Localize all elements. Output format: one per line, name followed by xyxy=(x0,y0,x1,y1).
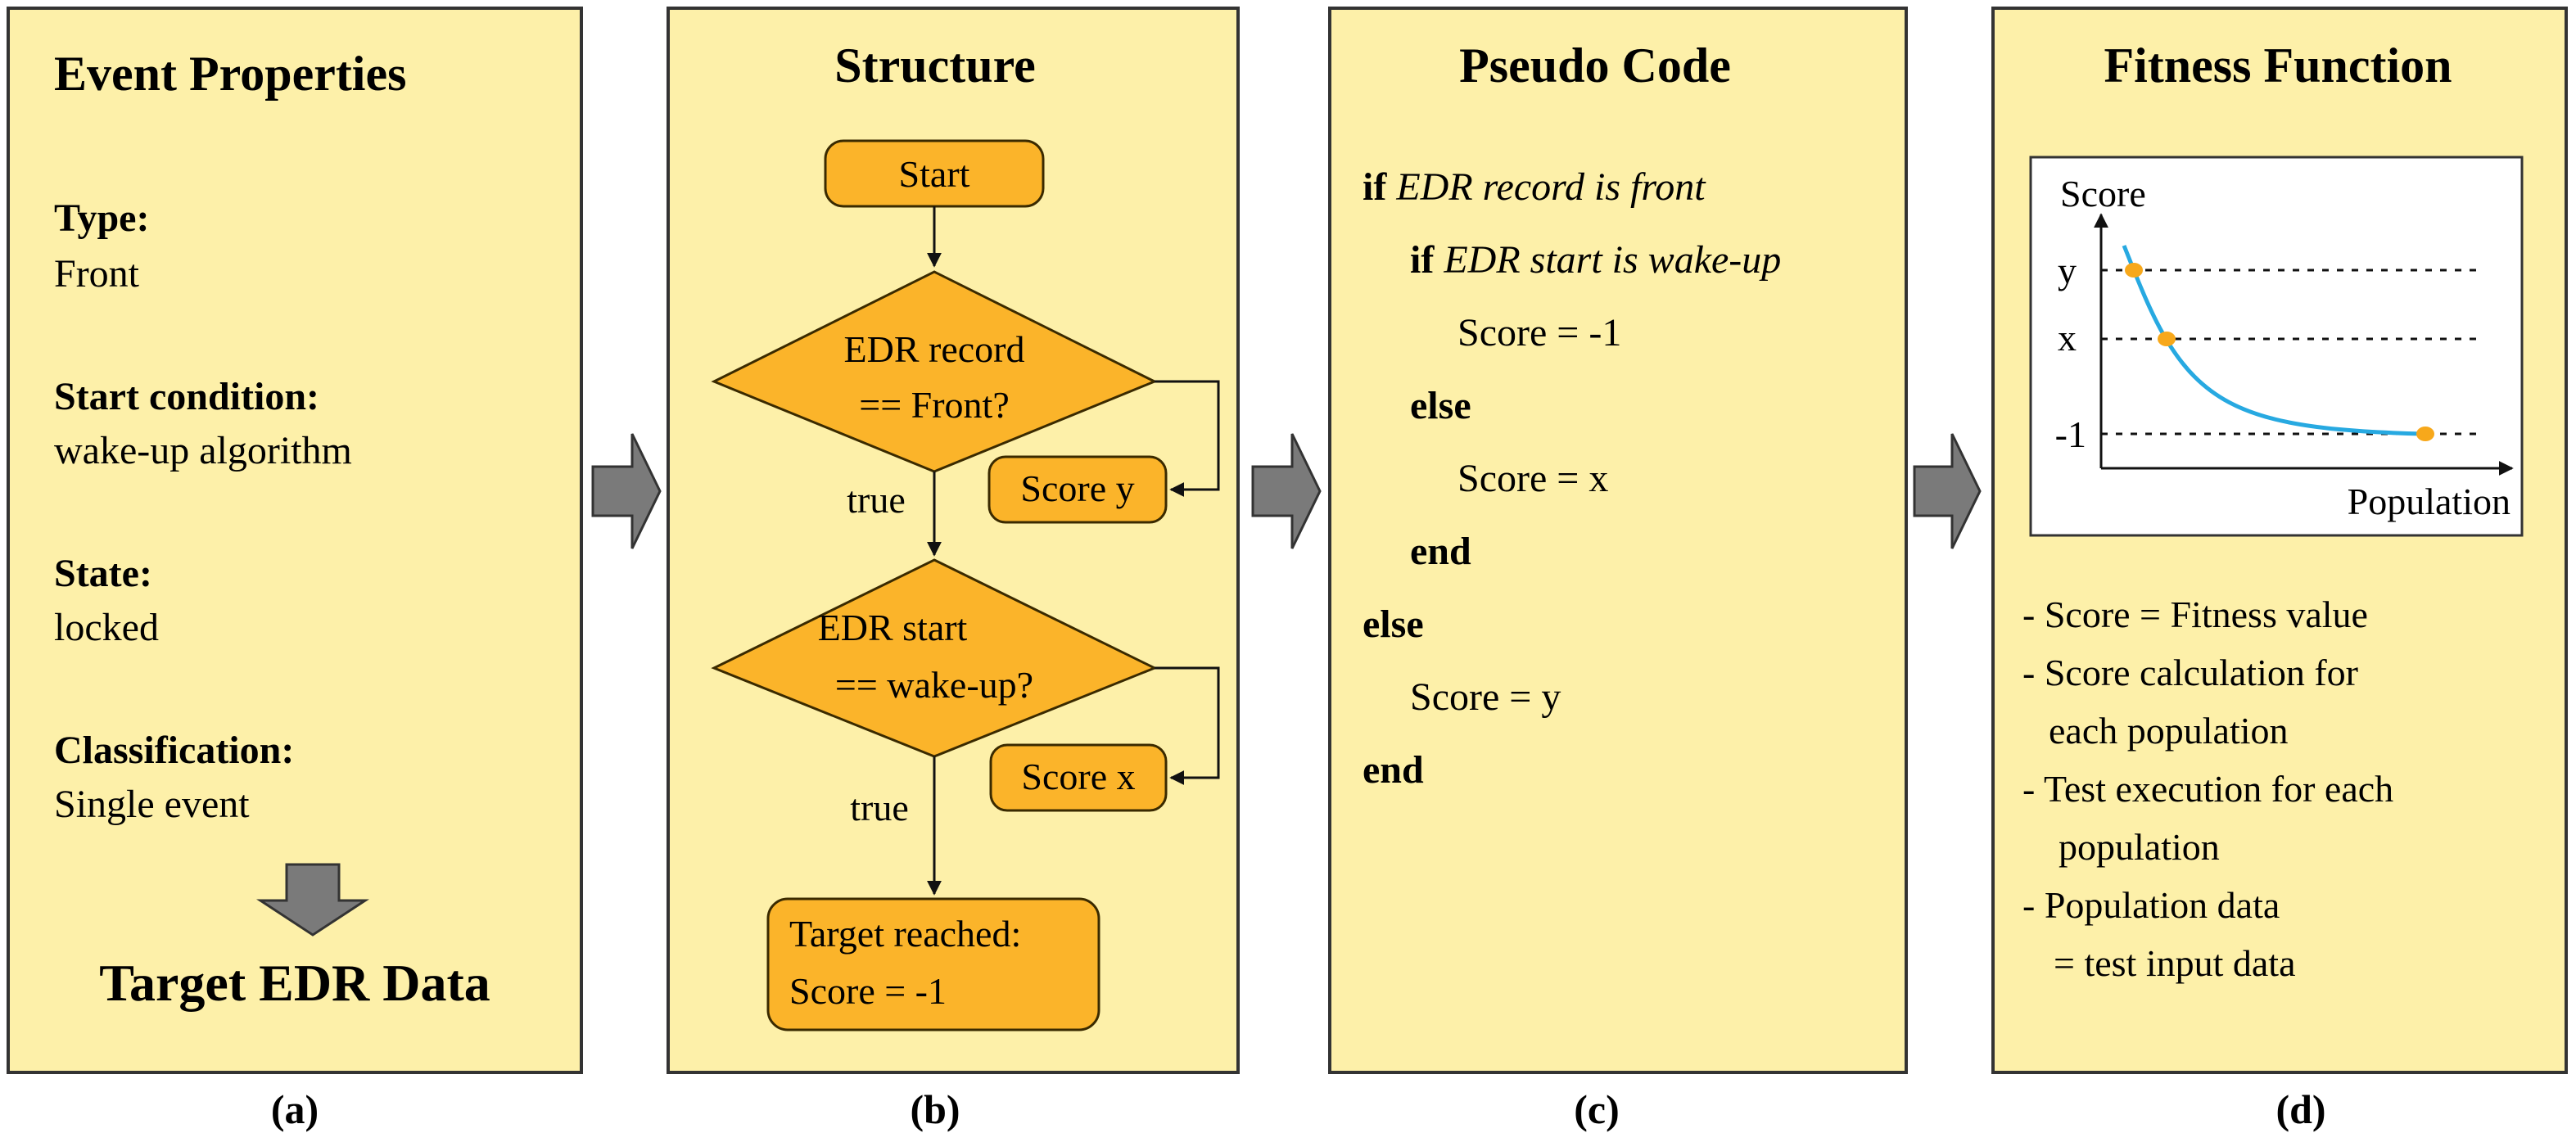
target-line-2: Score = -1 xyxy=(789,970,947,1012)
target-line-1: Target reached: xyxy=(789,913,1021,955)
flow-arrow-score-x xyxy=(1155,666,1220,785)
tick-label-minus-1: -1 xyxy=(2055,413,2086,455)
code-keyword: end xyxy=(1410,530,1471,573)
code-text: Score = y xyxy=(1410,675,1561,719)
score-y-label: Score y xyxy=(1020,467,1134,509)
tick-label-y: y xyxy=(2058,250,2077,291)
code-keyword: end xyxy=(1363,748,1424,792)
target-edr-data: Target EDR Data xyxy=(99,954,490,1012)
caption-b: (b) xyxy=(910,1086,960,1132)
note-line: each population xyxy=(2049,710,2289,752)
caption-a: (a) xyxy=(271,1086,319,1132)
score-x-label: Score x xyxy=(1021,756,1135,797)
flow-arrow-score-y xyxy=(1155,380,1220,497)
note-line: population xyxy=(2059,826,2220,868)
decision-1-line-2: == Front? xyxy=(859,384,1009,426)
code-keyword: if xyxy=(1363,165,1387,209)
marker-minus-1 xyxy=(2416,427,2434,441)
code-text: Score = -1 xyxy=(1457,311,1621,354)
chart-ylabel: Score xyxy=(2060,173,2146,214)
code-line: if EDR start is wake-up xyxy=(1410,238,1781,282)
start-condition-label: Start condition: xyxy=(54,375,319,418)
fitness-curve xyxy=(2122,245,2425,436)
decision-1-line-1: EDR record xyxy=(844,328,1025,370)
true-label-1: true xyxy=(847,479,906,521)
down-arrow-icon xyxy=(255,863,370,937)
marker-y xyxy=(2125,263,2143,278)
note-line: - Score = Fitness value xyxy=(2022,594,2368,635)
panel-c-frame xyxy=(1328,7,1908,1074)
decision-2-line-1: EDR start xyxy=(818,607,968,648)
code-keyword: else xyxy=(1410,384,1471,427)
right-arrow-icon xyxy=(591,433,662,549)
fitness-chart: Score Population y x -1 xyxy=(2029,156,2524,537)
score-y-node xyxy=(987,455,1168,524)
tick-label-x: x xyxy=(2058,317,2077,359)
target-reached-node xyxy=(766,897,1100,1031)
code-text: EDR record is front xyxy=(1386,165,1706,209)
note-line: = test input data xyxy=(2054,942,2296,984)
code-keyword: else xyxy=(1363,603,1424,646)
code-keyword: if xyxy=(1410,238,1435,282)
code-line: end xyxy=(1363,748,1424,792)
note-line: - Test execution for each xyxy=(2022,768,2393,810)
note-line: - Population data xyxy=(2022,884,2280,926)
start-node-label: Start xyxy=(899,153,970,195)
panel-event-properties: Event Properties Type: Front Start condi… xyxy=(7,7,583,1074)
note-line: - Score calculation for xyxy=(2022,652,2358,693)
code-text: EDR start is wake-up xyxy=(1434,238,1781,282)
start-condition-value: wake-up algorithm xyxy=(54,429,352,472)
right-arrow-icon xyxy=(1251,433,1322,549)
panel-d-title: Fitness Function xyxy=(2104,38,2452,93)
decision-2-line-2: == wake-up? xyxy=(835,664,1033,706)
code-line: else xyxy=(1363,603,1424,646)
right-arrow-icon xyxy=(1913,433,1982,549)
code-text: Score = x xyxy=(1457,457,1608,500)
code-line: end xyxy=(1410,530,1471,573)
panel-structure: Structure Start EDR record == Front? Sco… xyxy=(667,7,1240,1074)
state-label: State: xyxy=(54,552,152,595)
classification-label: Classification: xyxy=(54,729,294,772)
type-label: Type: xyxy=(54,196,149,240)
chart-frame xyxy=(2029,156,2524,537)
panel-c-title: Pseudo Code xyxy=(1459,38,1731,93)
caption-d: (d) xyxy=(2275,1086,2325,1132)
score-x-node xyxy=(989,743,1168,812)
true-label-2: true xyxy=(850,787,909,828)
panel-a-title: Event Properties xyxy=(54,47,406,101)
chart-xlabel: Population xyxy=(2348,481,2510,522)
caption-c: (c) xyxy=(1574,1086,1620,1132)
state-value: locked xyxy=(54,606,159,649)
code-line: Score = -1 xyxy=(1457,311,1621,354)
code-line: Score = x xyxy=(1457,457,1608,500)
classification-value: Single event xyxy=(54,783,250,826)
panel-b-title: Structure xyxy=(834,38,1036,93)
code-line: else xyxy=(1410,384,1471,427)
code-line: Score = y xyxy=(1410,675,1561,719)
panel-fitness-function: Fitness Function Score Population y x -1… xyxy=(1991,7,2568,1074)
marker-x xyxy=(2158,332,2176,346)
type-value: Front xyxy=(54,252,140,296)
code-line: if EDR record is front xyxy=(1363,165,1706,209)
fitness-notes: - Score = Fitness value - Score calculati… xyxy=(2022,594,2393,984)
